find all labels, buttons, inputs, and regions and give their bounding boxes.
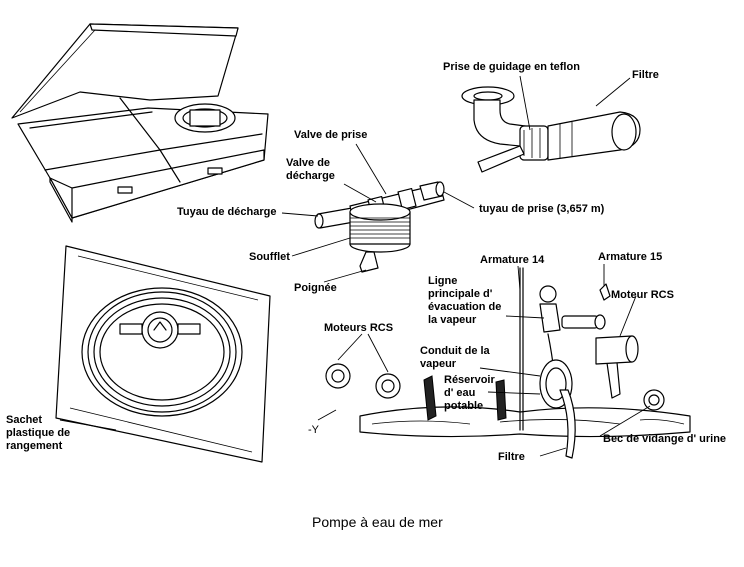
bellows-pump (314, 181, 445, 273)
label-conduit-vapeur: Conduit de la vapeur (420, 345, 490, 370)
leader-lines (59, 75, 651, 457)
label-tuyau-decharge: Tuyau de décharge (177, 206, 277, 218)
label-reservoir: Réservoir d' eau potable (444, 374, 495, 412)
label-filtre-top: Filtre (632, 69, 659, 81)
label-sachet: Sachet plastique de rangement (6, 414, 71, 452)
storage-box (11, 23, 269, 223)
label-axis-y: -Y (308, 424, 319, 436)
label-valve-prise: Valve de prise (294, 129, 368, 141)
label-poignee: Poignée (294, 282, 337, 294)
figure-caption: Pompe à eau de mer (312, 514, 443, 530)
teflon-guide-assembly (461, 86, 641, 173)
label-bec-vidange: Bec de vidange d' urine (603, 433, 727, 445)
label-filtre-bottom: Filtre (498, 451, 525, 463)
label-ligne-principale: Ligne principale d' évacuation de la vap… (428, 275, 502, 326)
label-tuyau-prise: tuyau de prise (3,657 m) (479, 203, 605, 215)
label-moteur-rcs: Moteur RCS (611, 289, 674, 301)
label-soufflet: Soufflet (249, 251, 290, 263)
installation-scene (325, 267, 691, 459)
storage-bag (55, 245, 271, 463)
label-prise-guidage: Prise de guidage en teflon (443, 61, 580, 73)
label-armature-15: Armature 15 (598, 251, 663, 263)
label-moteurs-rcs: Moteurs RCS (324, 322, 394, 334)
label-valve-decharge: Valve de décharge (286, 157, 335, 182)
label-armature-14: Armature 14 (480, 254, 545, 266)
